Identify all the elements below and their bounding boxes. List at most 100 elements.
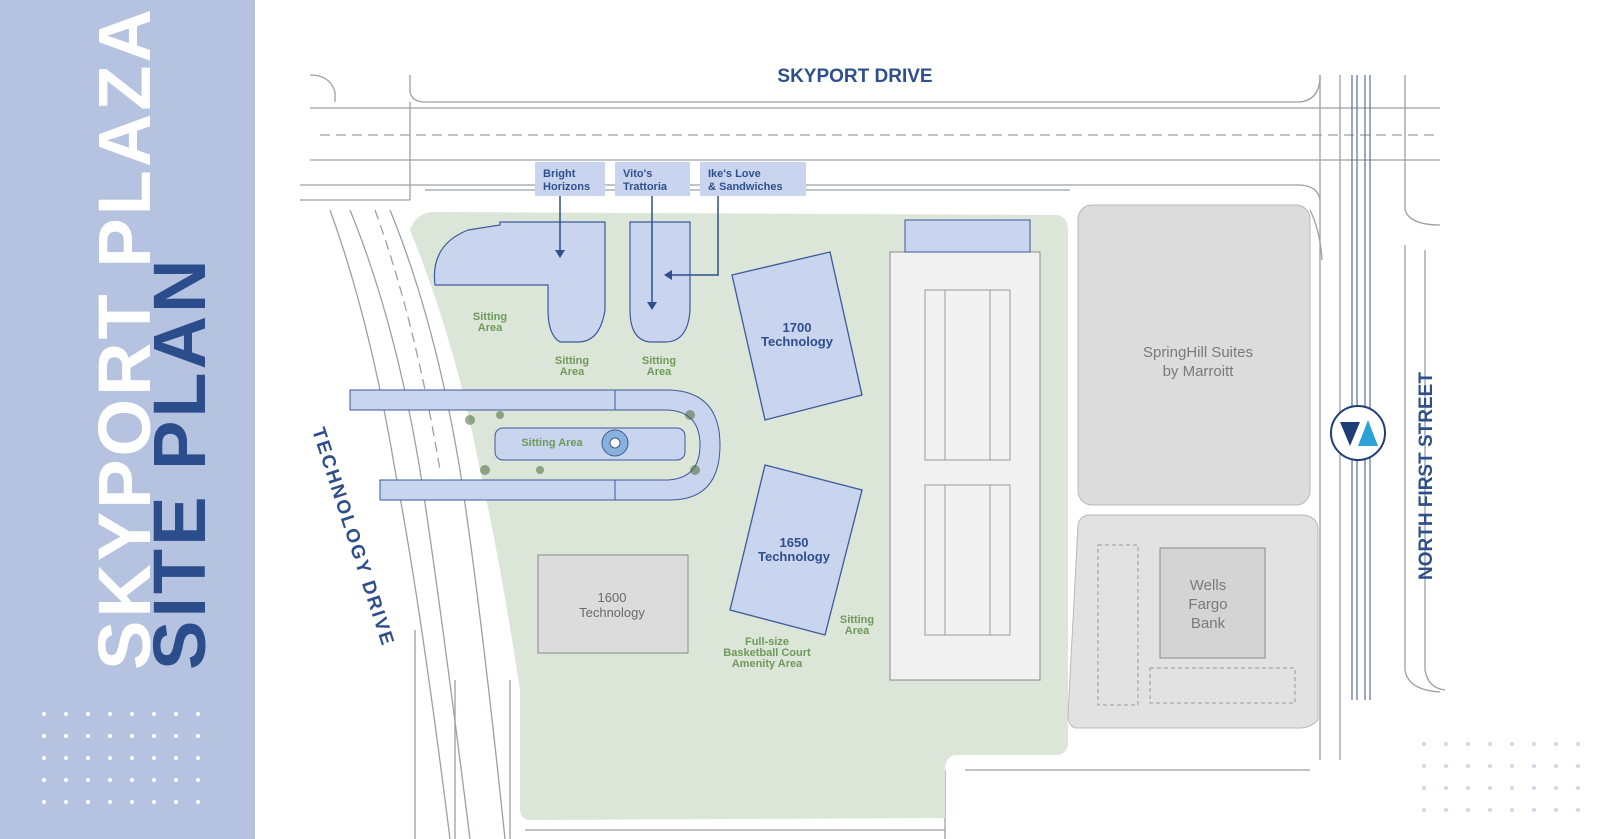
decorative-dot (196, 800, 200, 804)
decorative-dot (1554, 786, 1558, 790)
sitting-area-4-line-2: Area (845, 625, 870, 637)
decorative-dot (1488, 786, 1492, 790)
bank-building (1159, 547, 1266, 659)
decorative-dot (196, 712, 200, 716)
sitting-area-3-line-1: Sitting (642, 355, 676, 367)
sitting-area-1-line-2: Area (478, 322, 503, 334)
decorative-dot (174, 756, 178, 760)
decorative-dot (64, 734, 68, 738)
fountain-center (609, 437, 621, 449)
bank-line-3: Bank (1191, 615, 1226, 632)
site-map: Bright Horizons Vito's Trattoria Ike's L… (300, 66, 1446, 839)
vta-logo-icon (1330, 405, 1386, 461)
decorative-dot (174, 712, 178, 716)
decorative-dot (42, 756, 46, 760)
decorative-dot (1488, 764, 1492, 768)
central-plaza (494, 427, 686, 461)
decorative-dot (1532, 764, 1536, 768)
parking-garage (889, 251, 1041, 681)
decorative-dot (1466, 742, 1470, 746)
decorative-dot-grid-corner (1422, 742, 1580, 812)
sitting-area-center: Sitting Area (521, 437, 583, 449)
decorative-dot (152, 800, 156, 804)
decorative-dot (86, 734, 90, 738)
decorative-dot (130, 712, 134, 716)
decorative-dot (42, 734, 46, 738)
decorative-dot (152, 778, 156, 782)
bank-drive (1149, 667, 1296, 704)
decorative-dot (1554, 764, 1558, 768)
garage-stalls (924, 289, 1011, 636)
trees (465, 410, 700, 475)
tenant-2-line-1: Vito's (623, 168, 652, 180)
decorative-dot (1532, 786, 1536, 790)
sitting-area-1-line-1: Sitting (473, 311, 507, 323)
decorative-dot (152, 734, 156, 738)
building-1600 (537, 554, 689, 654)
decorative-dot (108, 800, 112, 804)
street-north-first-street: NORTH FIRST STREET (1416, 372, 1437, 580)
garage-building (904, 219, 1031, 253)
building-1650 (729, 464, 863, 636)
decorative-dot (196, 734, 200, 738)
decorative-dot (1422, 786, 1426, 790)
bank-line-2: Fargo (1188, 596, 1227, 613)
decorative-dot (1422, 742, 1426, 746)
decorative-dot (86, 756, 90, 760)
hotel-lot (1077, 204, 1311, 506)
vertical-title: SKYPORT PLAZA SITE PLAN (20, 6, 240, 700)
hotel-line-1: SpringHill Suites (1143, 344, 1253, 361)
sitting-area-4-line-1: Sitting (840, 614, 874, 626)
court-line-1: Full-size (745, 636, 789, 648)
decorative-dot (1422, 808, 1426, 812)
building-1650-line-1: 1650 (780, 535, 809, 550)
tenant-1-line-2: Horizons (543, 181, 590, 193)
decorative-dot (108, 756, 112, 760)
title-line-1: SKYPORT PLAZA (83, 6, 166, 670)
decorative-dot (1444, 742, 1448, 746)
decorative-dot (174, 778, 178, 782)
decorative-dot (64, 756, 68, 760)
vitos-building (629, 221, 691, 343)
decorative-dot (174, 800, 178, 804)
decorative-dot (1576, 808, 1580, 812)
decorative-dot (174, 734, 178, 738)
decorative-dot (108, 712, 112, 716)
decorative-dot (1466, 786, 1470, 790)
bank-parking (1097, 544, 1139, 706)
decorative-dot (64, 712, 68, 716)
decorative-dot (152, 756, 156, 760)
decorative-dot (1444, 764, 1448, 768)
decorative-dot (42, 800, 46, 804)
bank-line-1: Wells (1190, 577, 1226, 594)
decorative-dot (196, 778, 200, 782)
decorative-dot (42, 778, 46, 782)
decorative-dot (86, 778, 90, 782)
building-1700 (731, 251, 863, 421)
decorative-dot (130, 778, 134, 782)
decorative-dot (1466, 808, 1470, 812)
decorative-dot (1422, 764, 1426, 768)
hotel-line-2: by Marroitt (1163, 363, 1235, 380)
decorative-dot-grid (42, 712, 200, 804)
title-sidebar: SKYPORT PLAZA SITE PLAN (0, 0, 255, 839)
decorative-dot (1488, 808, 1492, 812)
decorative-dot (86, 800, 90, 804)
building-1600-line-2: Technology (579, 605, 645, 620)
building-1700-line-1: 1700 (783, 320, 812, 335)
tenant-1-line-1: Bright (543, 168, 576, 180)
decorative-dot (1510, 764, 1514, 768)
decorative-dot (1510, 808, 1514, 812)
decorative-dot (196, 756, 200, 760)
street-skyport-drive: SKYPORT DRIVE (777, 66, 932, 87)
tenant-3-line-1: Ike's Love (708, 168, 761, 180)
decorative-dot (1510, 742, 1514, 746)
sitting-area-2-line-1: Sitting (555, 355, 589, 367)
decorative-dot (130, 734, 134, 738)
decorative-dot (1576, 742, 1580, 746)
decorative-dot (42, 712, 46, 716)
decorative-dot (64, 778, 68, 782)
street-technology-drive: TECHNOLOGY DRIVE (307, 425, 398, 649)
sitting-area-3-line-2: Area (647, 366, 672, 378)
